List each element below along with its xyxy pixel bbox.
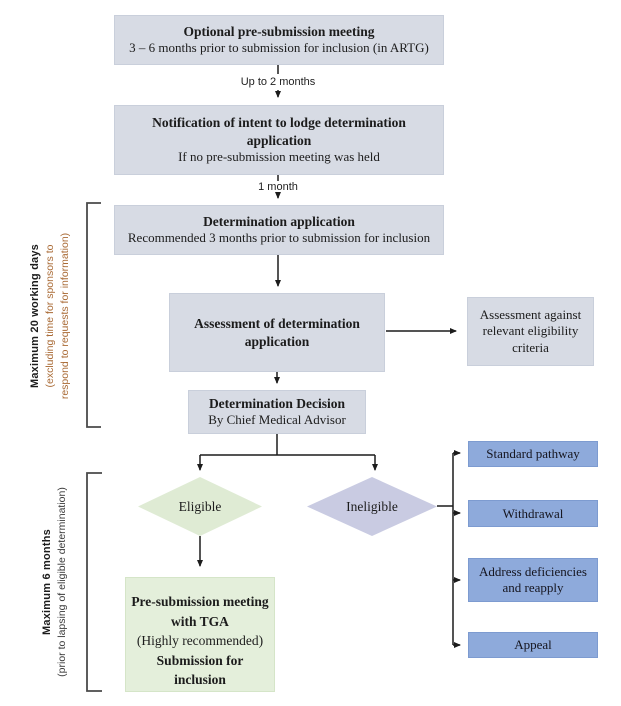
outcome-address-deficiencies: Address deficiencies and reapply [468,558,598,602]
node-assessment-of-determination: Assessment of determination application [169,293,385,372]
node-notification-of-intent: Notification of intent to lodge determin… [114,105,444,175]
node-title: Assessment of determination application [194,316,360,349]
node-title: Notification of intent to lodge determin… [152,115,406,148]
node-eligibility-criteria: Assessment against relevant eligibility … [467,297,594,366]
node-line-regular: (Highly recommended) [136,633,264,649]
edge-label-1-month: 1 month [258,181,298,193]
bracket-title: Maximum 20 working days [29,244,41,388]
bracket-working-days [86,202,101,428]
outcome-standard-pathway: Standard pathway [468,441,598,467]
diamond-eligible: Eligible [138,477,262,536]
diamond-label: Ineligible [346,498,398,514]
bracket-six-months [86,472,102,692]
diamond-ineligible: Ineligible [307,477,437,536]
node-subtitle: 3 – 6 months prior to submission for inc… [129,40,429,56]
diamond-label: Eligible [178,498,222,514]
label-maximum-20-working-days: Maximum 20 working days (excluding time … [28,196,76,436]
outcome-withdrawal: Withdrawal [468,500,598,527]
node-line-bold: Submission for inclusion [156,652,244,688]
bracket-note: (excluding time for sponsors to [44,244,57,388]
node-subtitle: If no pre-submission meeting was held [178,148,380,164]
node-title: Determination Decision [208,396,346,412]
bracket-title: Maximum 6 months [41,529,53,635]
edge-ineligible-bus [437,453,454,645]
node-presubmission-and-inclusion: Pre-submission meeting with TGA (Highly … [125,577,275,692]
bracket-note: respond to requests for information) [59,232,72,400]
node-title: Determination application [203,214,355,230]
label-maximum-6-months: Maximum 6 months (prior to lapsing of el… [40,462,74,702]
edge-label-up-to-2-months: Up to 2 months [240,76,316,88]
node-title: Optional pre-submission meeting [183,24,375,40]
node-text: Assessment against relevant eligibility … [479,306,582,355]
node-optional-presubmission-meeting: Optional pre-submission meeting 3 – 6 mo… [114,15,444,65]
bracket-note: (prior to lapsing of eligible determinat… [56,487,69,677]
node-subtitle: Recommended 3 months prior to submission… [127,230,431,246]
node-determination-decision: Determination Decision By Chief Medical … [188,390,366,434]
node-subtitle: By Chief Medical Advisor [208,412,346,428]
outcome-appeal: Appeal [468,632,598,658]
node-line-bold: Pre-submission meeting with TGA [131,594,269,629]
node-determination-application: Determination application Recommended 3 … [114,205,444,255]
